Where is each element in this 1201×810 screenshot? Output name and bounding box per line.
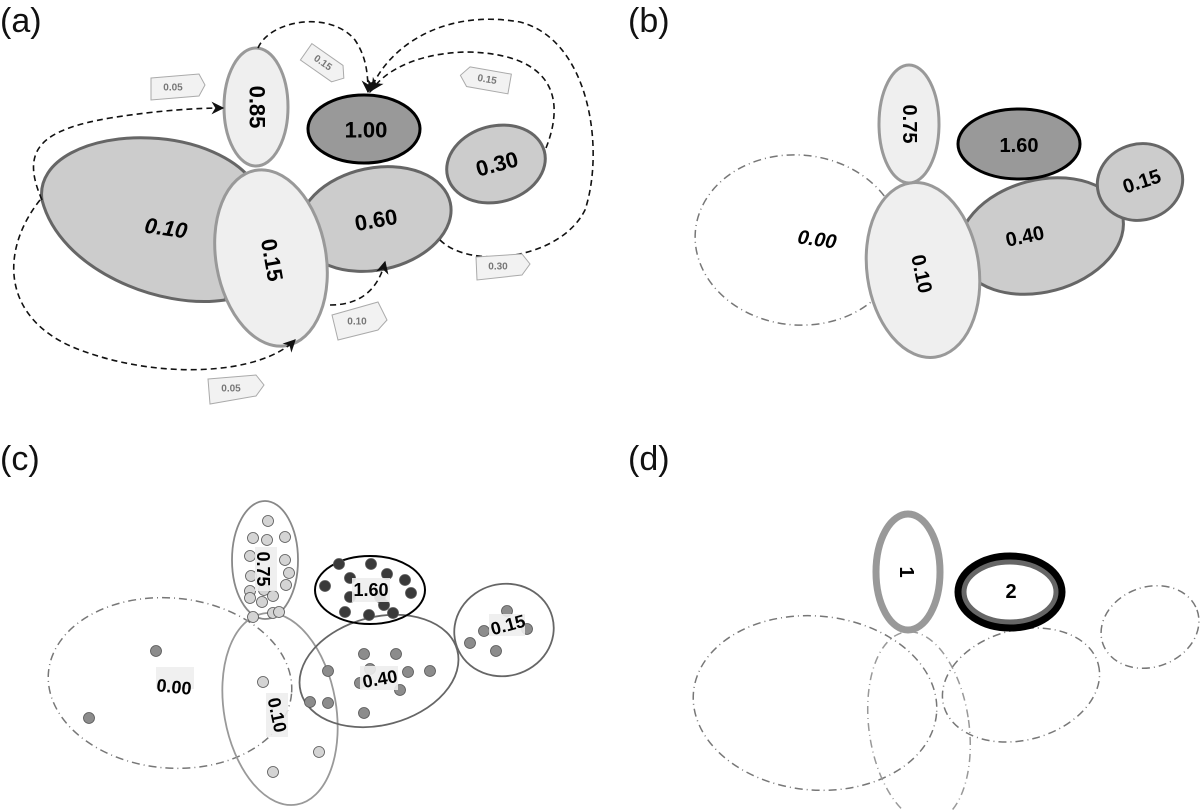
sample-dot	[464, 637, 476, 649]
sample-dot	[339, 606, 351, 618]
flow-085-to-100	[257, 20, 375, 94]
flow-tag: 0.15	[299, 42, 345, 83]
region-160-shape	[314, 555, 426, 625]
dots-group	[83, 515, 533, 778]
flow-tag: 0.15	[459, 66, 512, 95]
flow-tag-text: 0.10	[347, 317, 367, 328]
sample-dot	[387, 607, 399, 619]
region-075-shape	[877, 63, 941, 185]
sample-dot	[405, 587, 417, 599]
flow-030-to-100	[371, 51, 555, 149]
sample-dot	[358, 648, 370, 660]
region-030-shape	[445, 123, 547, 205]
panel-label-d: (d)	[628, 440, 670, 478]
sample-dot	[322, 697, 334, 709]
sample-dot	[247, 611, 259, 623]
sample-dot	[365, 558, 377, 570]
panel-c: (c) 0.00 0.10 0.40 0.75 1.60 0.15	[0, 440, 555, 806]
sample-dot	[247, 532, 259, 544]
sample-dot	[267, 766, 279, 778]
panel-label-b: (b)	[628, 2, 670, 40]
sample-dot	[322, 665, 334, 677]
panel-label-a: (a)	[0, 2, 42, 40]
flow-tag-text: 0.15	[476, 73, 498, 87]
sample-dot	[261, 534, 273, 546]
sample-dot	[279, 554, 291, 566]
region-010-value: 0.10	[143, 213, 190, 244]
region-160-shape	[956, 107, 1082, 181]
sample-dot	[273, 606, 285, 618]
sample-dot	[333, 558, 345, 570]
region-010-outline	[866, 630, 972, 810]
sample-dot	[283, 567, 295, 579]
sample-dot	[402, 666, 414, 678]
sample-dot	[262, 515, 274, 527]
flow-tag-text: 0.30	[488, 262, 508, 273]
region-000-value: 0.00	[156, 675, 193, 699]
region-000-shape	[47, 596, 293, 770]
region-100-value: 1.00	[345, 118, 388, 143]
sample-dot	[363, 609, 375, 621]
panel-b: (b) 0.00 0.10 0.40 0.75 1.60 0.15	[628, 2, 1185, 359]
flow-tag: 0.10	[331, 301, 388, 341]
sample-dot	[279, 531, 291, 543]
region-015-shape	[1095, 142, 1185, 222]
region-075-value: 0.75	[253, 551, 273, 586]
region-075-shape	[231, 500, 299, 620]
flow-010-to-085	[32, 101, 225, 201]
sample-dot	[390, 648, 402, 660]
sample-dot	[490, 645, 502, 657]
flow-tag: 0.05	[207, 374, 265, 405]
region-075-value: 0.75	[898, 105, 920, 144]
label-bg	[156, 547, 525, 737]
sample-dot	[280, 579, 292, 591]
sample-dot	[304, 696, 316, 708]
region-040-outline	[941, 627, 1101, 743]
sample-dot	[358, 707, 370, 719]
region-000-value: 0.00	[796, 226, 838, 253]
region-000-outline	[692, 614, 938, 792]
flow-tag: 0.05	[150, 73, 206, 101]
region-160-value: 1.60	[1000, 135, 1039, 157]
region-2-shape-inner	[961, 559, 1059, 625]
panel-a: (a) 0.10 0.15 0.60 0.85 1.00 0.30	[0, 2, 594, 405]
panel-label-c: (c)	[0, 440, 40, 478]
sample-dot	[424, 665, 436, 677]
region-1-value: 1	[895, 566, 917, 577]
region-2-value: 2	[1005, 581, 1016, 603]
sample-dot	[399, 574, 411, 586]
flow-tag-text: 0.05	[163, 83, 183, 94]
sample-dot	[244, 592, 256, 604]
flow-tag-text: 0.05	[221, 384, 241, 395]
sample-dot	[319, 580, 331, 592]
region-015-shape	[453, 582, 555, 678]
region-010-shape	[40, 136, 252, 303]
sample-dot	[83, 712, 95, 724]
sample-dot	[256, 596, 268, 608]
region-085-value: 0.85	[245, 86, 270, 129]
region-1-shape	[872, 510, 944, 634]
region-2-shape-outer	[954, 552, 1066, 632]
sample-dot	[257, 676, 269, 688]
flow-tag: 0.30	[475, 253, 531, 281]
region-100-shape	[306, 93, 422, 165]
sample-dot	[381, 568, 393, 580]
sample-dot	[313, 746, 325, 758]
region-160-value: 1.60	[353, 580, 388, 600]
region-015-outline	[1100, 584, 1200, 670]
region-010-shape	[221, 612, 339, 806]
sample-dot	[478, 625, 490, 637]
sample-dot	[267, 590, 279, 602]
panel-d: (d) 1 2	[628, 440, 1200, 810]
sample-dot	[150, 645, 162, 657]
